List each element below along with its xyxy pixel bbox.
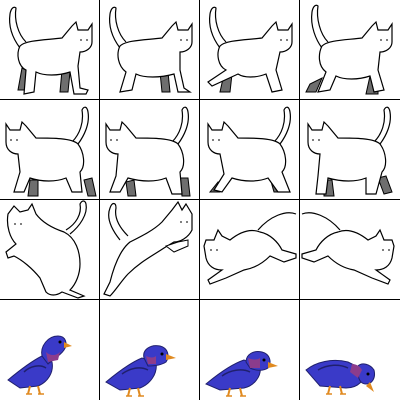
cat-leap-sprite [301,212,395,285]
cat-walk-frame [100,100,199,199]
cat-walk-frame [200,0,299,99]
pigeon-idle-frame [100,300,199,399]
cat-walk-sprite [9,6,93,95]
grid-line-horizontal [0,99,400,100]
cat-walk-frame [300,0,399,99]
cat-walk-sprite [207,6,293,93]
grid-line-horizontal [0,199,400,200]
grid-line-horizontal [0,299,400,300]
cat-walk-sprite [307,106,393,197]
cat-pounce-sprite [103,200,193,297]
cat-walk-sprite [305,4,393,95]
grid-line-vertical [299,0,300,400]
grid-line-vertical [199,0,200,400]
pigeon-idle-frame [0,300,99,399]
cat-walk-frame [100,0,199,99]
pigeon-idle-sprite [7,335,72,395]
cat-walk-frame [200,100,299,199]
pigeon-idle-frame [200,300,299,399]
grid-line-vertical [99,0,100,400]
cat-walk-sprite [109,6,193,93]
pigeon-idle-sprite [205,351,278,397]
cat-leap-sprite [203,212,297,285]
cat-pounce-sprite [5,200,87,299]
cat-walk-frame [300,100,399,199]
cat-walk-frame [0,100,99,199]
cat-pounce-frame [0,200,99,299]
cat-leap-frame [300,200,399,299]
cat-walk-sprite [5,106,97,197]
cat-walk-sprite [105,106,191,197]
pigeon-peck-sprite [305,359,375,395]
pigeon-idle-sprite [105,345,176,397]
cat-walk-sprite [207,106,291,193]
cat-walk-frame [0,0,99,99]
cat-pounce-frame [100,200,199,299]
cat-leap-frame [200,200,299,299]
pigeon-peck-frame [300,300,399,399]
